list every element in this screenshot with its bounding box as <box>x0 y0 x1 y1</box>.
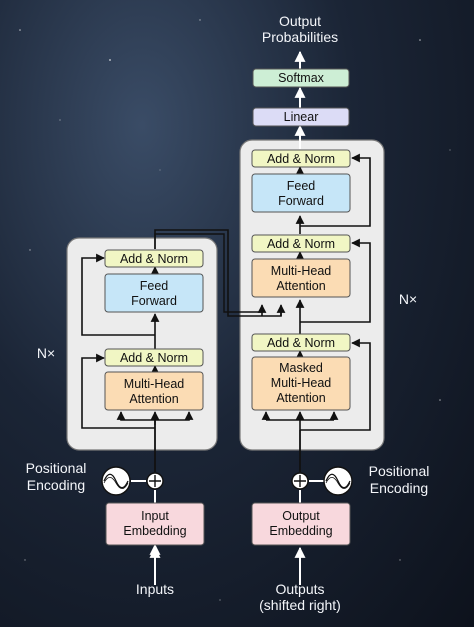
softmax-box <box>252 68 350 88</box>
encoder-positional-label-1: Positional <box>26 460 87 476</box>
decoder-add-norm-bottom-box <box>251 333 351 352</box>
decoder-add-norm-bottom-label: Add & Norm <box>267 336 335 350</box>
encoder-attention-box <box>104 371 204 411</box>
decoder-cross-attention-label-1: Multi-Head <box>271 264 331 278</box>
encoder-add-norm-top-label: Add & Norm <box>120 252 188 266</box>
output-embedding-label-2: Embedding <box>269 524 332 538</box>
output-probabilities-label-1: Output <box>279 13 321 29</box>
encoder-add-norm-top-box <box>104 249 204 268</box>
encoder-feed-forward-box <box>104 273 204 313</box>
input-embedding-label-1: Input <box>141 509 169 523</box>
input-embedding-label-2: Embedding <box>123 524 186 538</box>
decoder-feed-forward-box <box>251 173 351 213</box>
decoder-masked-attention-label-1: Masked <box>279 361 323 375</box>
outputs-label-2: (shifted right) <box>259 597 341 613</box>
decoder-masked-attention-label-2: Multi-Head <box>271 376 331 390</box>
decoder-cross-attention-label-2: Attention <box>276 279 325 293</box>
encoder-positional-encoding <box>101 466 164 496</box>
decoder-feed-forward-label-2: Forward <box>278 194 324 208</box>
decoder-add-norm-top-box <box>251 149 351 168</box>
decoder-feed-forward-label-1: Feed <box>287 179 316 193</box>
encoder-attention-label-1: Multi-Head <box>124 377 184 391</box>
decoder-positional-label-1: Positional <box>369 463 430 479</box>
starfield <box>19 19 451 601</box>
decoder-masked-attention-label-3: Attention <box>276 391 325 405</box>
encoder-attention-label-2: Attention <box>129 392 178 406</box>
decoder-positional-encoding <box>291 466 353 496</box>
outputs-label-1: Outputs <box>275 581 324 597</box>
decoder-add-norm-middle-box <box>251 234 351 253</box>
inputs-label: Inputs <box>136 581 174 597</box>
output-embedding-label-1: Output <box>282 509 320 523</box>
linear-label: Linear <box>284 110 319 124</box>
decoder-add-norm-top-label: Add & Norm <box>267 152 335 166</box>
encoder-block <box>66 237 218 451</box>
decoder-masked-attention-box <box>251 356 351 411</box>
input-embedding-box <box>105 502 205 546</box>
encoder-positional-label-2: Encoding <box>27 477 85 493</box>
encoder-repeat-label: N× <box>37 345 55 361</box>
decoder-cross-attention-box <box>251 258 351 298</box>
decoder-add-norm-middle-label: Add & Norm <box>267 237 335 251</box>
softmax-label: Softmax <box>278 71 325 85</box>
encoder-add-norm-bottom-box <box>104 348 204 367</box>
encoder-feed-forward-label-1: Feed <box>140 279 169 293</box>
encoder-add-norm-bottom-label: Add & Norm <box>120 351 188 365</box>
output-probabilities-label-2: Probabilities <box>262 29 338 45</box>
encoder-feed-forward-label-2: Forward <box>131 294 177 308</box>
decoder-repeat-label: N× <box>399 291 417 307</box>
decoder-positional-label-2: Encoding <box>370 480 428 496</box>
output-embedding-box <box>251 502 351 546</box>
linear-box <box>252 107 350 127</box>
